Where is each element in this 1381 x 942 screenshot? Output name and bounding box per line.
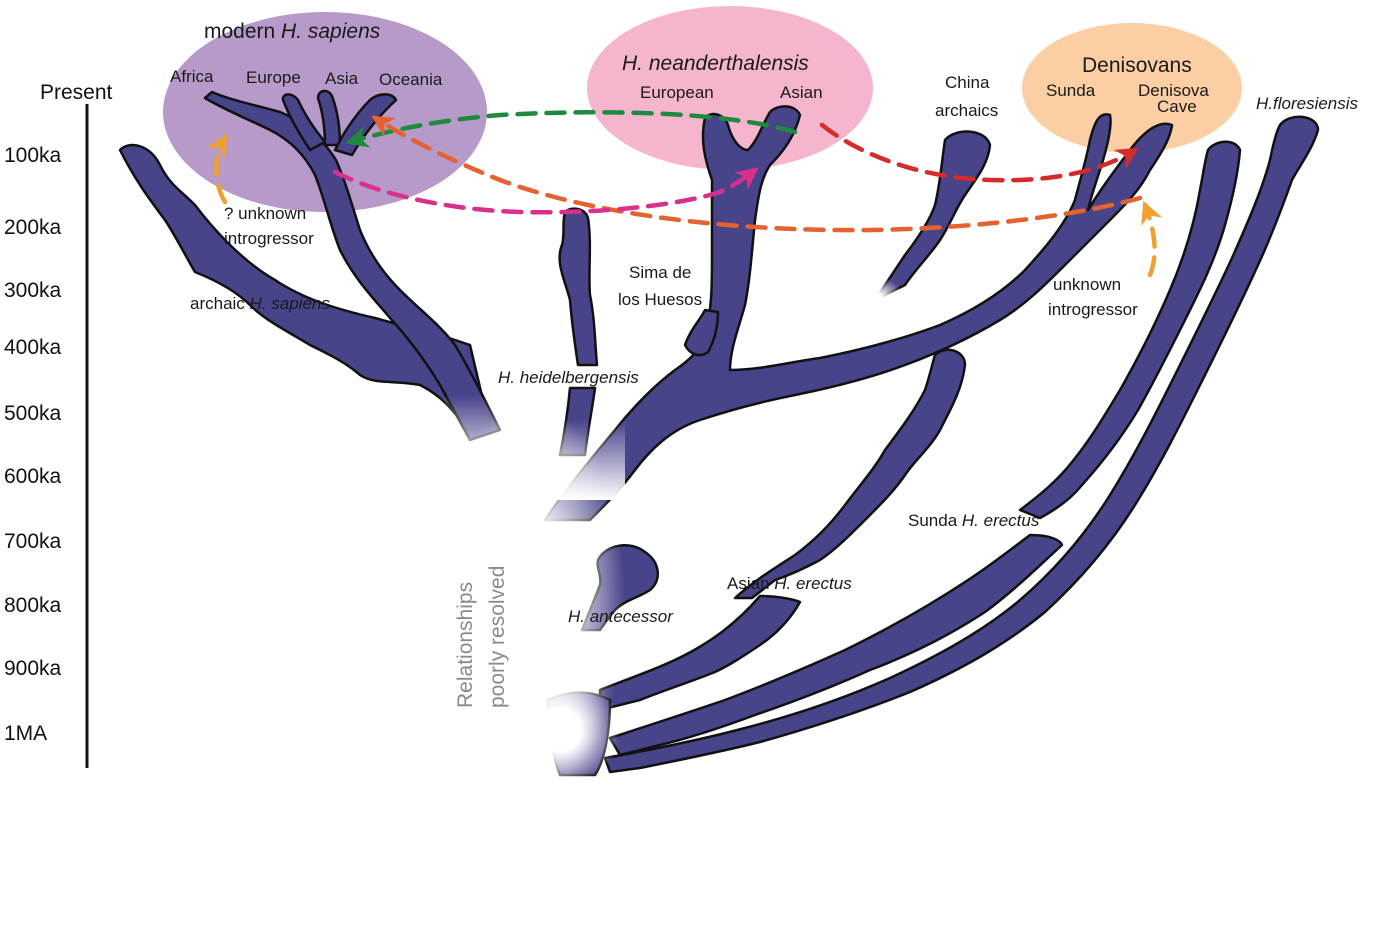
axis-tick-label: 700ka	[4, 530, 62, 553]
label-asian: Asian	[780, 83, 823, 102]
label-relationships-1: Relationships	[454, 582, 477, 708]
label-sima-2: los Huesos	[618, 290, 702, 309]
label-unknown-introgressor-right-1: unknown	[1053, 275, 1121, 294]
denisovan-ellipse	[1022, 23, 1242, 153]
branch-china-archaics	[873, 130, 992, 302]
branch-sunda-erectus	[1018, 140, 1242, 520]
label-archaic-sapiens: archaic H. sapiens	[190, 294, 330, 313]
branch-modern-sapiens	[203, 90, 502, 442]
label-relationships-2: poorly resolved	[486, 566, 509, 708]
axis-present-label: Present	[40, 81, 113, 104]
label-floresiensis: H.floresiensis	[1256, 94, 1359, 113]
introgression-flows	[206, 110, 1163, 278]
label-relationships: Relationships poorly resolved	[454, 566, 509, 708]
axis-tick-label: 800ka	[4, 594, 62, 617]
flow-neanderthal-to-sapiens	[345, 110, 798, 148]
label-asia: Asia	[325, 69, 359, 88]
time-axis-labels: Present 100ka 200ka 300ka 400ka 500ka 60…	[4, 81, 113, 745]
axis-tick-label: 600ka	[4, 465, 62, 488]
branch-sima-de-los-huesos	[683, 308, 720, 357]
taxon-labels: modern H. sapiens Africa Europe Asia Oce…	[170, 20, 1359, 708]
axis-tick-label: 200ka	[4, 216, 62, 239]
label-unknown-introgressor-right-2: introgressor	[1048, 300, 1138, 319]
denisovan-title: Denisovans	[1082, 54, 1192, 77]
flow-unknown-to-sapiens	[206, 134, 228, 205]
label-europe: Europe	[246, 68, 301, 87]
label-denisova-cave-2: Cave	[1157, 97, 1197, 116]
neanderthal-title: H. neanderthalensis	[622, 52, 809, 75]
flow-denisovan-to-sapiens	[371, 115, 1143, 233]
label-sunda: Sunda	[1046, 81, 1096, 100]
sapiens-title: modern H. sapiens	[204, 20, 381, 43]
label-denisova-cave-1: Denisova	[1138, 81, 1209, 100]
axis-tick-label: 100ka	[4, 144, 62, 167]
branch-asia	[316, 89, 342, 147]
flow-unknown-to-denisovan	[1141, 200, 1163, 278]
label-china-archaics-2: archaics	[935, 101, 998, 120]
axis-tick-label: 1MA	[4, 722, 47, 745]
branch-europe	[281, 93, 327, 152]
fade-overlays	[420, 275, 905, 800]
branch-archaic-sapiens	[118, 143, 492, 437]
branch-neanderthal-denisovan-stem	[543, 105, 1174, 522]
flow-sapiens-to-neanderthal	[332, 167, 759, 215]
neanderthal-ellipse	[587, 6, 873, 170]
label-asian-erectus: Asian H. erectus	[727, 574, 852, 593]
branch-heidelbergensis	[558, 207, 599, 367]
label-oceania: Oceania	[379, 70, 443, 89]
axis-tick-label: 500ka	[4, 402, 62, 425]
branch-asian-erectus-lower	[598, 594, 802, 712]
label-sima-1: Sima de	[629, 263, 691, 282]
label-china-archaics-1: China	[945, 73, 990, 92]
label-european: European	[640, 83, 714, 102]
label-antecessor: H. antecessor	[568, 607, 674, 626]
label-unknown-introgressor-left-1: ? unknown	[224, 204, 306, 223]
label-unknown-introgressor-left-2: introgressor	[224, 229, 314, 248]
label-heidelbergensis: H. heidelbergensis	[498, 368, 639, 387]
label-sunda-erectus: Sunda H. erectus	[908, 511, 1040, 530]
axis-tick-label: 900ka	[4, 657, 62, 680]
axis-tick-label: 300ka	[4, 279, 62, 302]
label-africa: Africa	[170, 67, 214, 86]
flow-neanderthal-to-denisovan	[819, 122, 1139, 183]
branch-asian-erectus	[733, 348, 967, 600]
branch-sunda-erectus-lower	[608, 533, 1064, 757]
branch-floresiensis	[603, 115, 1320, 774]
axis-tick-label: 400ka	[4, 336, 62, 359]
